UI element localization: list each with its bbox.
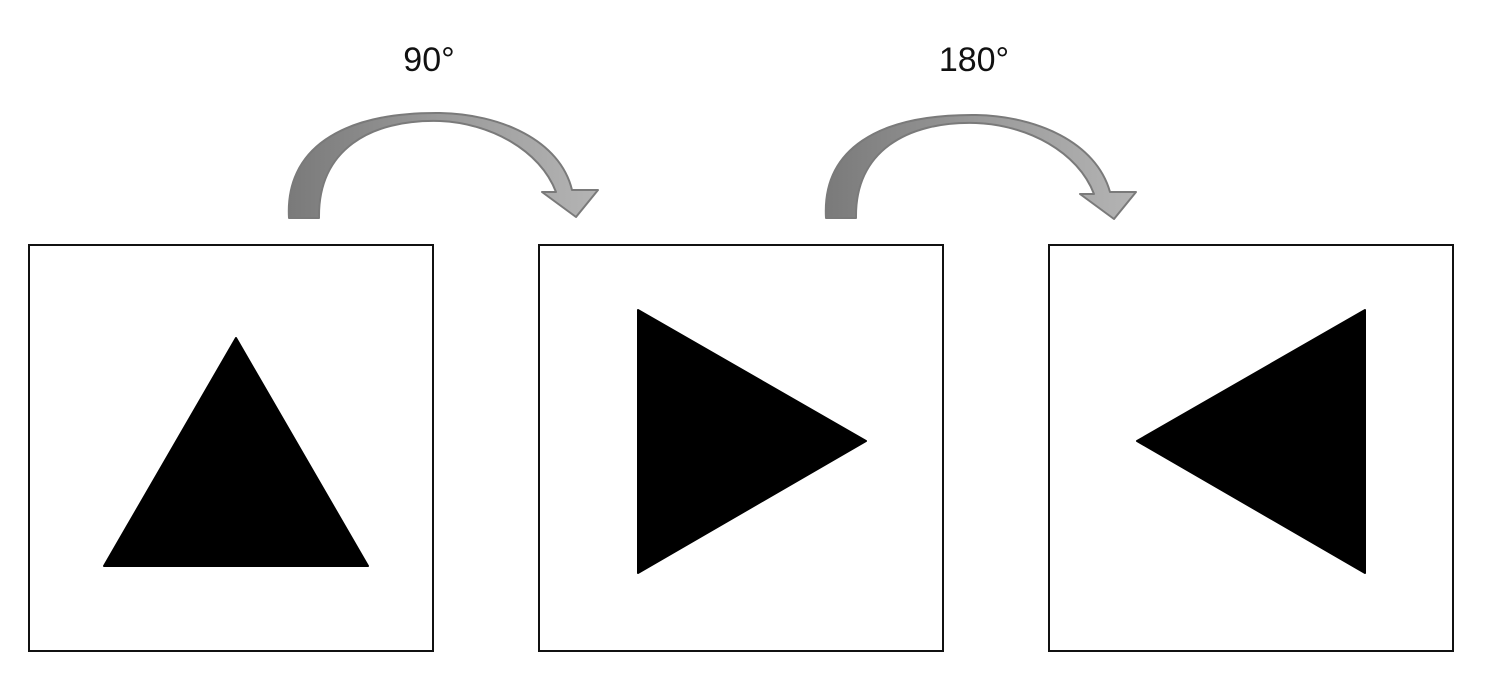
rotation-label-90: 90° bbox=[403, 41, 455, 79]
shape-panel-rotated-180 bbox=[1048, 244, 1454, 652]
triangle-up-icon bbox=[103, 337, 369, 567]
triangle-right-icon bbox=[637, 309, 867, 574]
shape-panel-rotated-90 bbox=[538, 244, 944, 652]
curved-arrow-icon bbox=[824, 113, 1137, 220]
shape-panel-original bbox=[28, 244, 434, 652]
triangle-left-icon bbox=[1136, 309, 1366, 574]
curved-arrow-icon bbox=[287, 111, 599, 219]
rotation-label-180: 180° bbox=[938, 41, 1010, 79]
